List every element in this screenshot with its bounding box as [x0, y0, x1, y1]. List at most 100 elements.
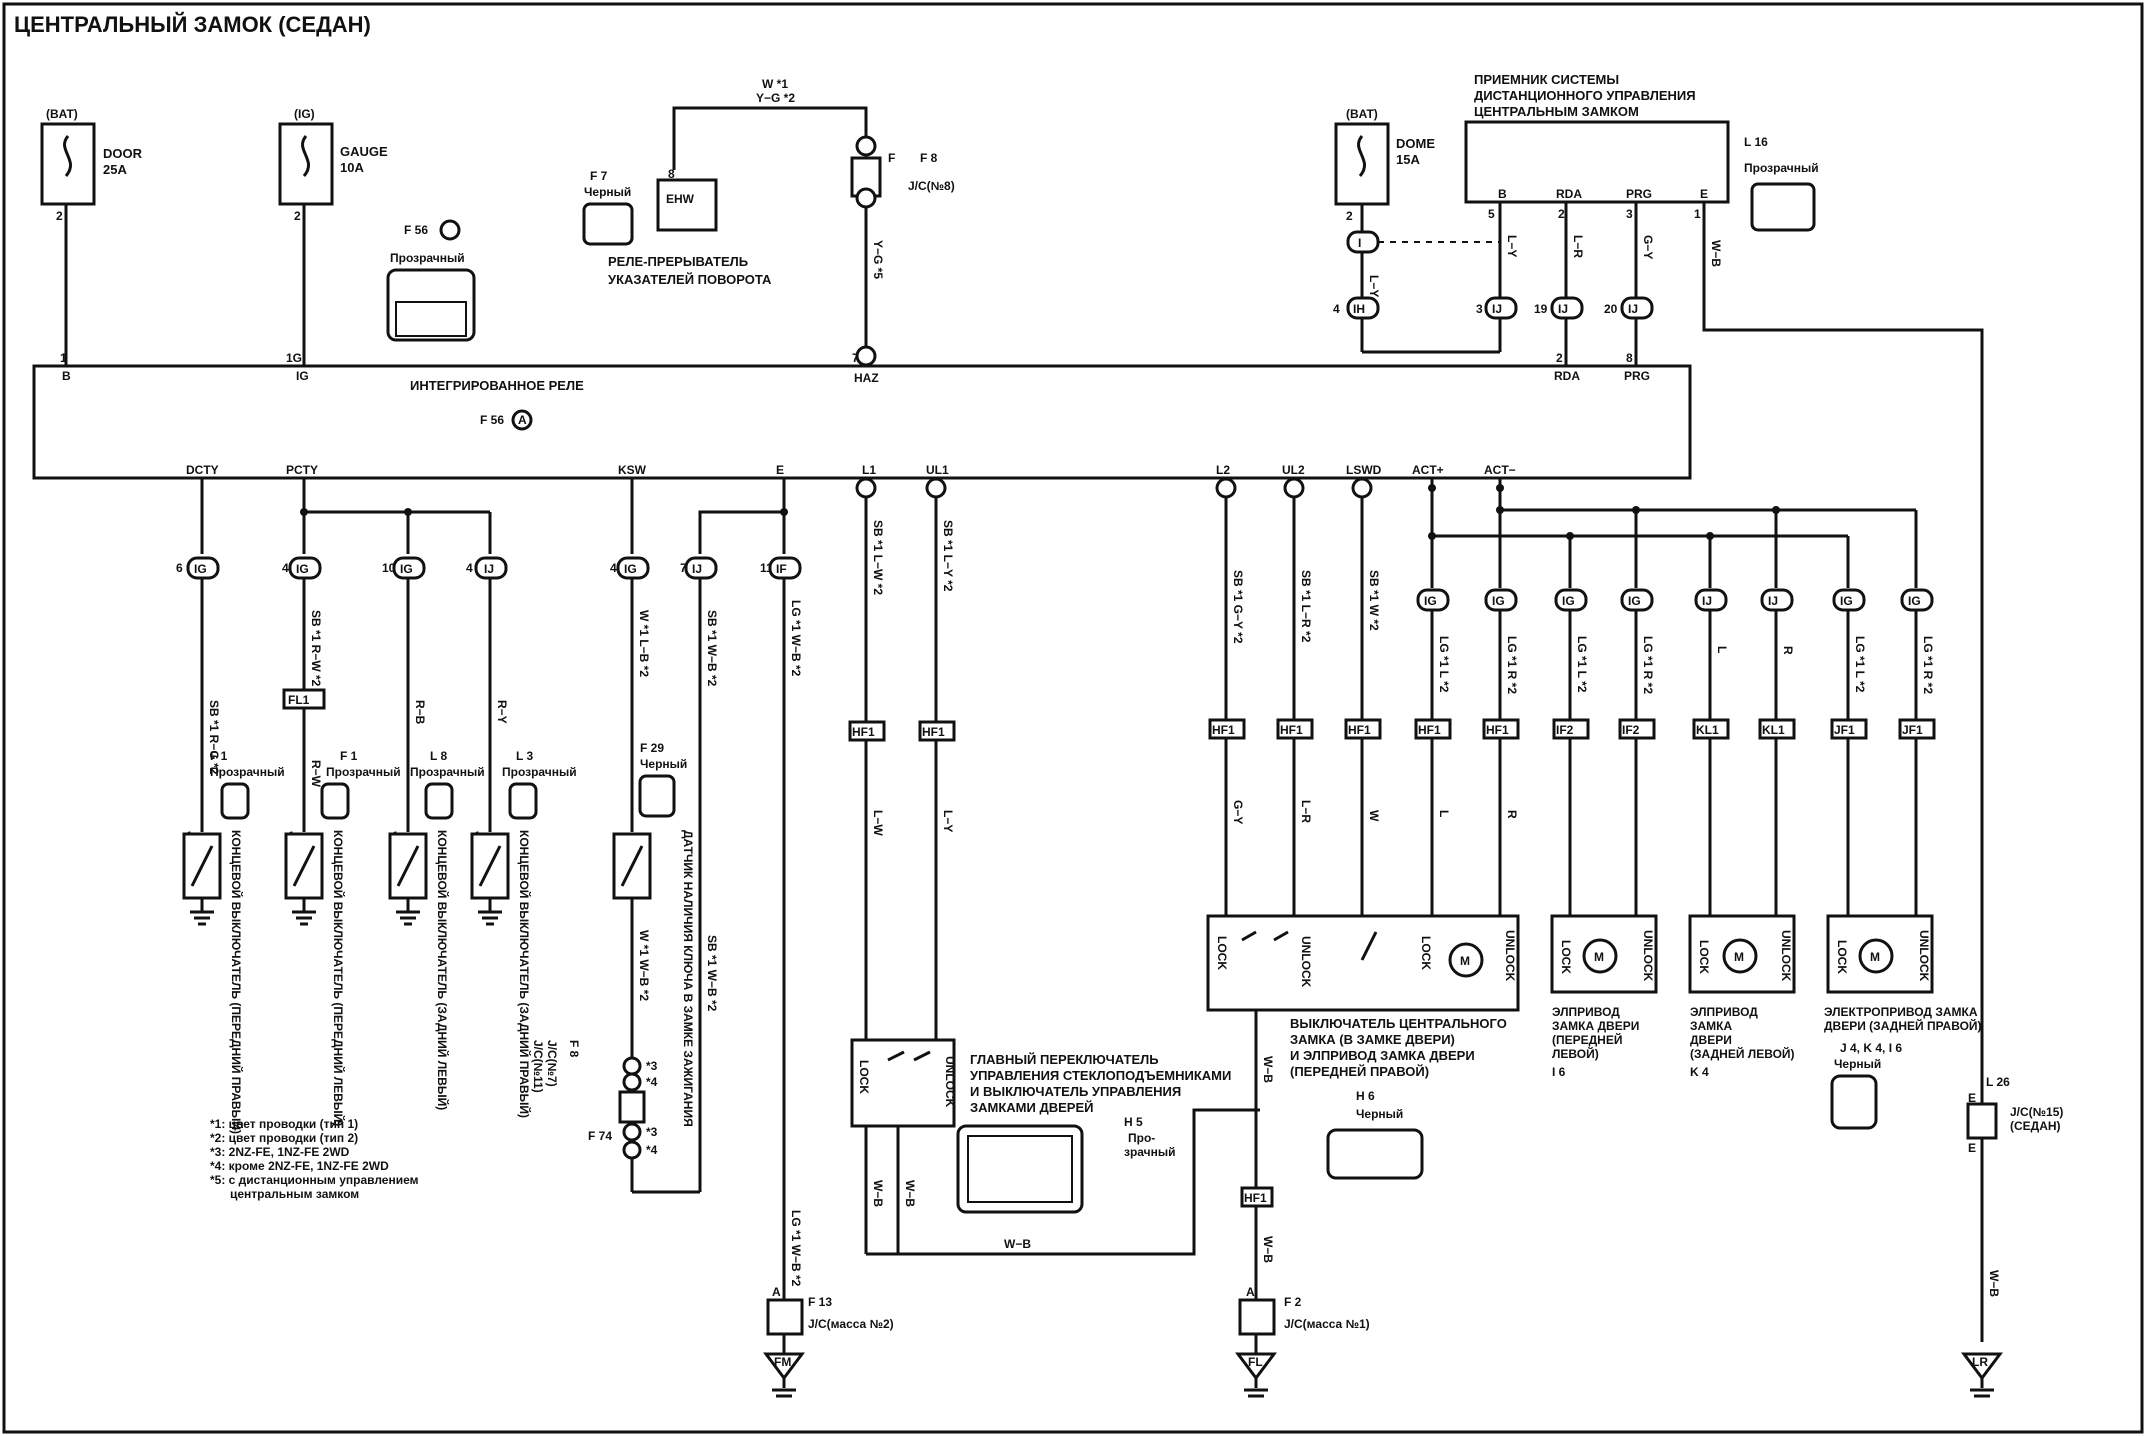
svg-text:Черный: Черный [1834, 1057, 1881, 1071]
svg-text:LOCK: LOCK [1215, 936, 1229, 970]
svg-text:(СЕДАН): (СЕДАН) [2010, 1119, 2061, 1133]
svg-text:KL1: KL1 [1762, 723, 1785, 737]
door-switch-front-left: 4 IG SB *1 R−W *2 FL1 R−W F 1 Прозрачный… [282, 556, 401, 1126]
jc8-a-bottom [855, 345, 877, 367]
svg-text:L−Y: L−Y [1505, 235, 1519, 257]
svg-text:И ЭЛПРИВОД ЗАМКА ДВЕРИ: И ЭЛПРИВОД ЗАМКА ДВЕРИ [1290, 1048, 1475, 1063]
flasher-connector [582, 202, 634, 246]
svg-text:W−B: W−B [1261, 1056, 1275, 1083]
svg-text:SB *1 L−W *2: SB *1 L−W *2 [871, 520, 885, 595]
svg-text:SB *1 W−B *2: SB *1 W−B *2 [705, 610, 719, 687]
fuse-dome-source: (BAT) [1346, 107, 1378, 121]
svg-text:ACT+: ACT+ [1412, 463, 1444, 477]
svg-text:JF1: JF1 [1834, 723, 1855, 737]
svg-text:A: A [1246, 1285, 1255, 1299]
svg-text:LOCK: LOCK [1697, 940, 1711, 974]
svg-text:R: R [1781, 646, 1795, 655]
svg-text:LG *1 R *2: LG *1 R *2 [1921, 636, 1935, 694]
svg-text:UL1: UL1 [926, 463, 949, 477]
svg-text:IG: IG [1424, 594, 1437, 608]
actuator-front-left: IF2 IF2 M LOCK UNLOCK ЭЛПРИВОД ЗАМКА ДВЕ… [1550, 718, 1658, 1079]
svg-text:4: 4 [466, 561, 473, 575]
svg-text:RDA: RDA [1556, 187, 1582, 201]
svg-text:F 2: F 2 [1284, 1295, 1302, 1309]
svg-text:ЗАМКА (В ЗАМКЕ ДВЕРИ): ЗАМКА (В ЗАМКЕ ДВЕРИ) [1290, 1032, 1455, 1047]
svg-text:EHW: EHW [666, 192, 695, 206]
svg-text:ЭЛЕКТРОПРИВОД ЗАМКА: ЭЛЕКТРОПРИВОД ЗАМКА [1824, 1005, 1978, 1019]
svg-text:8: 8 [1626, 351, 1633, 365]
integrated-relay-body [32, 364, 1692, 480]
svg-text:HAZ: HAZ [854, 371, 879, 385]
svg-text:HF1: HF1 [922, 725, 945, 739]
svg-text:HF1: HF1 [1212, 723, 1235, 737]
svg-text:2: 2 [1346, 209, 1353, 223]
svg-text:IG: IG [1908, 594, 1921, 608]
svg-text:3: 3 [1476, 302, 1483, 316]
svg-text:UL2: UL2 [1282, 463, 1305, 477]
svg-text:IJ: IJ [484, 562, 494, 576]
svg-text:SB *1 W *2: SB *1 W *2 [1367, 570, 1381, 631]
svg-text:L 3: L 3 [516, 749, 533, 763]
svg-text:ПРИЕМНИК СИСТЕМЫ: ПРИЕМНИК СИСТЕМЫ [1474, 72, 1619, 87]
svg-text:UNLOCK: UNLOCK [943, 1056, 957, 1108]
svg-text:I: I [1358, 236, 1361, 250]
fuse-gauge: (IG) GAUGE 10A 2 [278, 107, 388, 366]
svg-text:IJ: IJ [1702, 594, 1712, 608]
svg-text:LG *1 W−B *2: LG *1 W−B *2 [789, 600, 803, 677]
svg-text:W−B: W−B [1709, 240, 1723, 267]
central-lock-switch: SB *1 G−Y *2 SB *1 L−R *2 SB *1 W *2 HF1… [1206, 477, 1935, 1300]
remote-receiver: ПРИЕМНИК СИСТЕМЫ ДИСТАНЦИОННОГО УПРАВЛЕН… [1464, 72, 1984, 1342]
svg-text:Прозрачный: Прозрачный [326, 765, 401, 779]
svg-text:I 6: I 6 [1552, 1065, 1566, 1079]
svg-text:J/C(№7): J/C(№7) [545, 1040, 559, 1087]
svg-text:LG *1 W−B *2: LG *1 W−B *2 [789, 1210, 803, 1287]
svg-text:Прозрачный: Прозрачный [1744, 161, 1819, 175]
svg-text:SB *1 W−B *2: SB *1 W−B *2 [705, 935, 719, 1012]
central-switch-connector [1326, 1128, 1424, 1180]
key-sensor: 4 IG W *1 L−B *2 F 29 Черный ДАТЧИК НАЛИ… [531, 478, 700, 1194]
svg-text:ГЛАВНЫЙ ПЕРЕКЛЮЧАТЕЛЬ: ГЛАВНЫЙ ПЕРЕКЛЮЧАТЕЛЬ [970, 1052, 1159, 1067]
door-switch-rear-left: 10 IG R−B L 8 Прозрачный 1 КОНЦЕВОЙ ВЫКЛ… [382, 556, 485, 1110]
svg-text:W: W [1367, 810, 1381, 822]
svg-text:L−R: L−R [1571, 235, 1585, 258]
fuse-door-source: (BAT) [46, 107, 78, 121]
svg-text:W−B: W−B [1261, 1236, 1275, 1263]
svg-text:IJ: IJ [692, 562, 702, 576]
svg-text:H 6: H 6 [1356, 1089, 1375, 1103]
svg-text:ЗАМКА ДВЕРИ: ЗАМКА ДВЕРИ [1552, 1019, 1639, 1033]
svg-text:LG *1 L *2: LG *1 L *2 [1853, 636, 1867, 693]
svg-text:L2: L2 [1216, 463, 1230, 477]
svg-text:W−B: W−B [1987, 1270, 2001, 1297]
svg-text:IJ: IJ [1558, 302, 1568, 316]
svg-text:J/C(№11): J/C(№11) [531, 1040, 545, 1093]
actuator-rear-left: KL1 KL1 M LOCK UNLOCK ЭЛПРИВОД ЗАМКА ДВЕ… [1688, 718, 1796, 1079]
svg-text:ДВЕРИ (ЗАДНЕЙ ПРАВОЙ): ДВЕРИ (ЗАДНЕЙ ПРАВОЙ) [1824, 1018, 1982, 1033]
svg-text:RDA: RDA [1554, 369, 1580, 383]
fuse-door-name: DOOR [103, 146, 143, 161]
jc8-a-top [855, 135, 877, 157]
svg-text:*4: кроме 2NZ-FE, 1NZ-FE 2WD: *4: кроме 2NZ-FE, 1NZ-FE 2WD [210, 1159, 389, 1173]
svg-text:L−W: L−W [871, 810, 885, 836]
svg-text:IG: IG [400, 562, 413, 576]
svg-text:UNLOCK: UNLOCK [1779, 930, 1793, 982]
svg-text:IF: IF [776, 562, 787, 576]
svg-text:4: 4 [1333, 302, 1340, 316]
master-switch-body [850, 1038, 956, 1128]
svg-text:HF1: HF1 [1486, 723, 1509, 737]
fuse-dome: (BAT) DOME 15A 2 [1334, 107, 1435, 232]
svg-text:8: 8 [668, 167, 675, 181]
door-switch-front-right: 6 IG SB *1 R−G *2 F 1 Прозрачный 1 КОНЦЕ… [176, 556, 285, 1134]
svg-text:*2: цвет проводки (тип 2): *2: цвет проводки (тип 2) [210, 1131, 358, 1145]
svg-text:IG: IG [194, 562, 207, 576]
svg-text:B: B [62, 369, 71, 383]
svg-text:2: 2 [294, 209, 301, 223]
svg-text:(ЗАДНЕЙ ЛЕВОЙ): (ЗАДНЕЙ ЛЕВОЙ) [1690, 1046, 1795, 1061]
svg-text:SB *1 R−G *2: SB *1 R−G *2 [207, 700, 221, 775]
svg-text:КОНЦЕВОЙ ВЫКЛЮЧАТЕЛЬ (ЗАДНИЙ П: КОНЦЕВОЙ ВЫКЛЮЧАТЕЛЬ (ЗАДНИЙ ПРАВЫЙ) [517, 830, 532, 1118]
svg-text:19: 19 [1534, 302, 1548, 316]
svg-text:FL: FL [1248, 1355, 1263, 1369]
svg-text:LG *1 R *2: LG *1 R *2 [1505, 636, 1519, 694]
svg-text:G−Y: G−Y [1641, 235, 1655, 259]
svg-text:IG: IG [296, 562, 309, 576]
svg-text:РЕЛЕ-ПРЕРЫВАТЕЛЬ: РЕЛЕ-ПРЕРЫВАТЕЛЬ [608, 254, 748, 269]
